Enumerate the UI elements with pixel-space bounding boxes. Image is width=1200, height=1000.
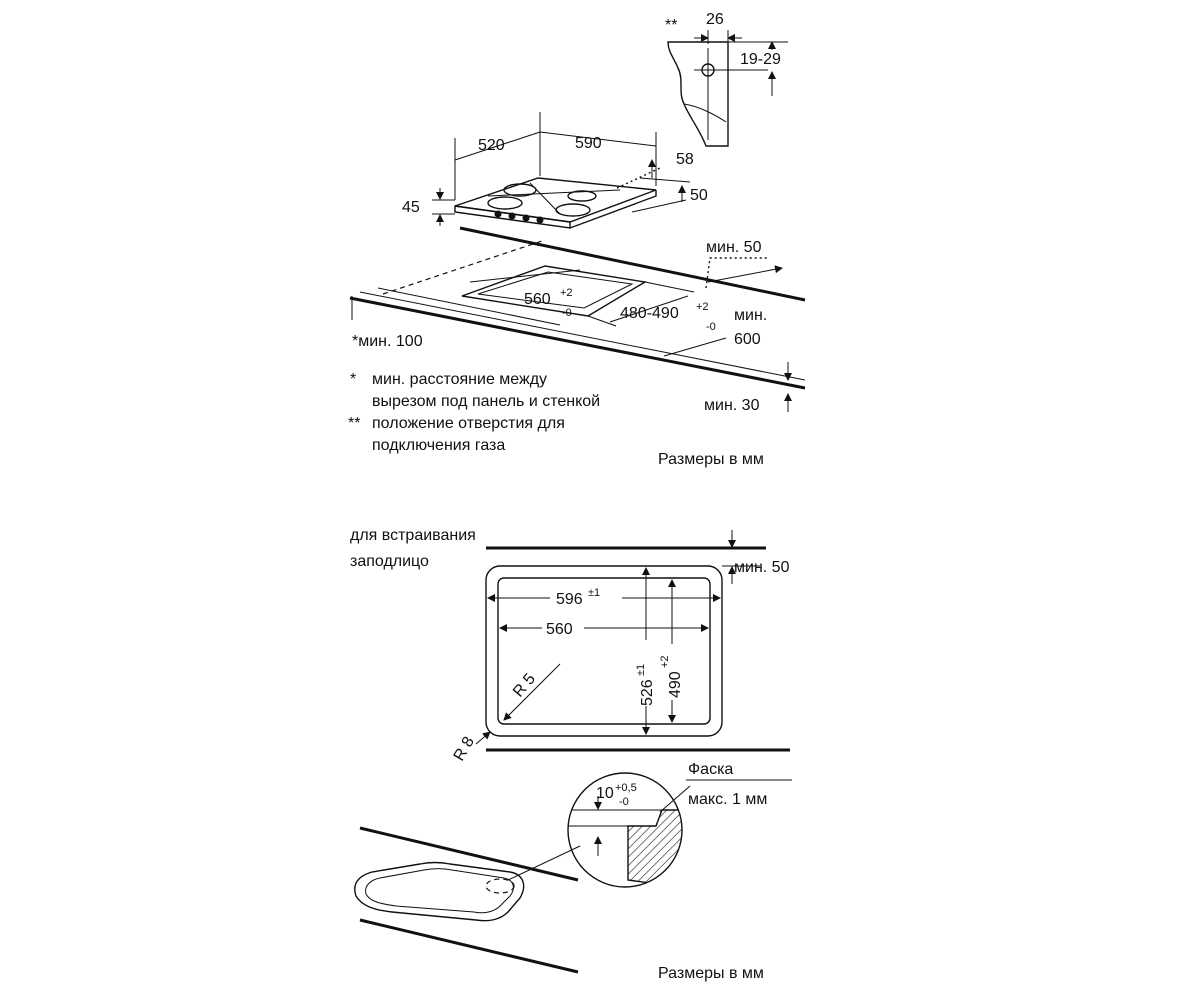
chamfer-label-line2: макс. 1 мм [688, 791, 767, 808]
gas-connection-detail: ** 26 19-29 [665, 11, 788, 147]
flush-title-line1: для встраивания [350, 527, 476, 544]
dim-590-label: 590 [575, 135, 602, 152]
perspective-cutout-outer [354, 861, 525, 922]
worktop-depth-line [377, 287, 561, 326]
dim-min100-label: *мин. 100 [352, 333, 423, 350]
chamfer-detail: 10 +0,5 -0 [567, 772, 691, 888]
control-knob-2 [508, 212, 516, 220]
worktop-hidden-left [382, 239, 546, 295]
dim-10-tol-minus: -0 [619, 796, 629, 808]
dim-560-cutout-label: 560 [524, 291, 551, 308]
dim-min600-label-b: 600 [734, 331, 761, 348]
dim-min50-flush-label: мин. 50 [734, 559, 790, 576]
dim-480-490-tol-plus: +2 [696, 301, 709, 313]
dim-520-line [454, 131, 541, 161]
gas-bracket-outline [667, 41, 729, 147]
dim-480-490-ext-back [644, 281, 695, 293]
note-1-line1: мин. расстояние между [372, 371, 547, 388]
dim-480-490-tol-minus: -0 [706, 321, 716, 333]
dim-560-label: 560 [546, 621, 573, 638]
dim-480-490-label: 480-490 [620, 305, 679, 322]
dim-min600-line [663, 337, 727, 357]
note-2-mark: ** [348, 415, 360, 432]
burner-front-left [487, 196, 523, 210]
dim-480-490-ext-front [587, 315, 617, 327]
dim-480-490-line [609, 295, 689, 323]
flush-outer-cutout [485, 565, 723, 737]
burner-front-right [555, 203, 591, 217]
dim-26-label: 26 [706, 11, 724, 28]
dim-10-tol-plus: +0,5 [615, 782, 637, 794]
flush-title-line2: заподлицо [350, 553, 429, 570]
dim-520-label: 520 [478, 137, 505, 154]
chamfer-leader [659, 785, 691, 813]
detail-marker-ellipse [485, 878, 515, 894]
dim-45-label: 45 [402, 199, 420, 216]
perspective-cutout-inner [365, 868, 514, 914]
radius-r8-leader [475, 731, 491, 745]
perspective-worktop-back [359, 826, 579, 882]
radius-r8-label: R 8 [451, 734, 478, 764]
dim-10-label: 10 [596, 785, 614, 802]
dim-50-ext [639, 177, 691, 183]
worktop-front-edge [349, 296, 806, 390]
dim-min600-label-a: мин. [734, 307, 767, 324]
bottom-units-label: Размеры в мм [658, 965, 764, 982]
note-1-mark: * [350, 371, 356, 388]
min-50-wall-label: мин. 50 [706, 239, 762, 256]
radius-r5-leader [503, 663, 561, 721]
gas-connection-mark: ** [665, 17, 677, 34]
control-knob-4 [536, 216, 544, 224]
perspective-worktop-front [359, 918, 579, 974]
gas-hob [454, 177, 657, 229]
dim-490-label: 490 [667, 671, 684, 698]
dim-526-label: 526 [639, 679, 656, 706]
min-50-wall-leader [705, 257, 768, 289]
control-knob-3 [522, 214, 530, 222]
note-1-line2: вырезом под панель и стенкой [372, 393, 600, 410]
min-50-wall-arrow [707, 265, 783, 283]
worktop-front-inner [359, 291, 806, 381]
bottom-flush-installation-view: для встраивания заподлицо мин. 50 596 ±1… [350, 527, 792, 982]
burner-back-right [567, 190, 597, 202]
dim-min30-label: мин. 30 [704, 397, 760, 414]
dim-58-label: 58 [676, 151, 694, 168]
top-units-label: Размеры в мм [658, 451, 764, 468]
dim-596-label: 596 [556, 591, 583, 608]
gas-bracket-edge [683, 103, 727, 123]
dim-596-tol: ±1 [588, 587, 600, 599]
radius-r5-label: R 5 [510, 670, 539, 700]
pan-support-grid [487, 182, 621, 215]
note-2-line2: подключения газа [372, 437, 505, 454]
dim-560-cutout-tol-minus: -0 [562, 307, 572, 319]
burner-back-left [503, 183, 537, 197]
worktop-back-edge [459, 226, 806, 302]
chamfer-label-line1: Фаска [688, 761, 733, 778]
dim-560-cutout-line [469, 269, 581, 283]
dim-50-base [631, 199, 687, 213]
hob-top-surface [454, 177, 657, 223]
detail-leader-line [507, 845, 581, 881]
dim-560-cutout-tol-plus: +2 [560, 287, 573, 299]
dim-19-29-label: 19-29 [740, 51, 781, 68]
hob-side-edge [569, 190, 657, 229]
cutout-inner [477, 271, 634, 309]
worktop-section-hatch [627, 809, 682, 887]
note-2-line1: положение отверстия для [372, 415, 565, 432]
flush-inner-cutout [497, 577, 711, 725]
dim-50-label: 50 [690, 187, 708, 204]
dim-490-tol: +2 [659, 655, 671, 668]
dim-590-line [539, 131, 657, 147]
dim-58-ext [616, 167, 661, 189]
top-installation-view: ** 26 19-29 [348, 11, 806, 468]
dim-526-tol: ±1 [635, 664, 647, 676]
control-knob-1 [494, 210, 502, 218]
footnotes: * мин. расстояние между вырезом под пане… [348, 371, 600, 454]
